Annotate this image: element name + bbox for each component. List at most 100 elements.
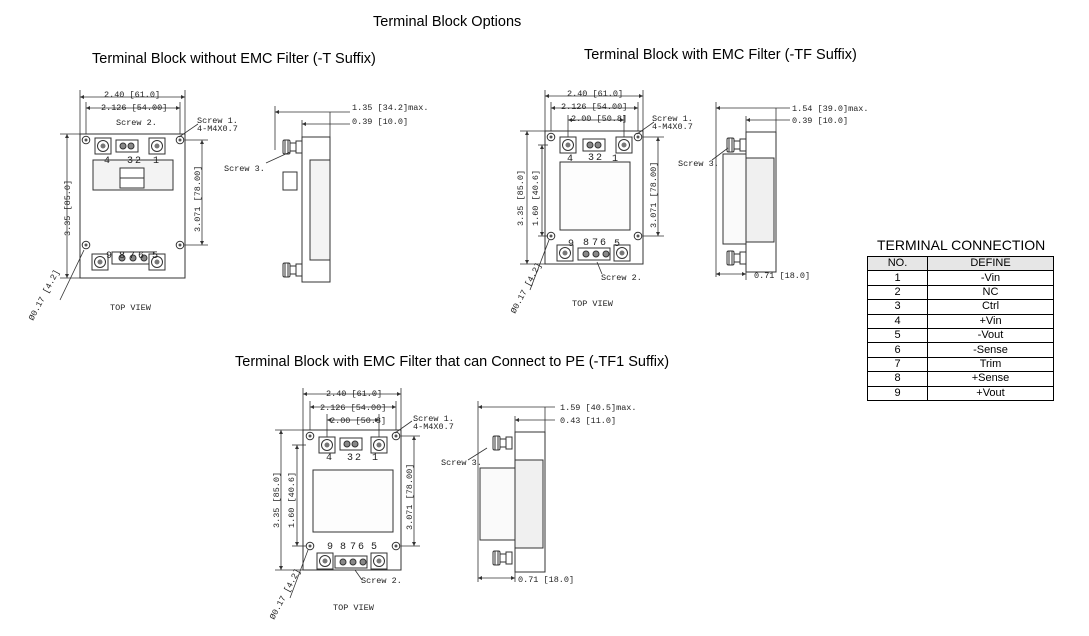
view-title-tf: Terminal Block with EMC Filter (-TF Suff… — [584, 47, 857, 63]
v1-pin-top: 1 — [153, 156, 159, 167]
v1-pin-bottom: 8 — [119, 251, 125, 262]
v2-pin-bottom: 6 — [600, 238, 606, 249]
pin-define: Ctrl — [927, 299, 1054, 315]
v1-pin-bottom: 7 — [129, 251, 135, 262]
column-header-define: DEFINE — [927, 255, 1054, 272]
v2-dim-width-total: 2.40 [61.0] — [567, 89, 623, 99]
v3-dim-pitch: 2.00 [50.8] — [330, 416, 386, 426]
v3-side-bottom: 0.71 [18.0] — [518, 575, 574, 585]
pin-number: 1 — [867, 270, 928, 286]
view-tf-side — [722, 131, 777, 273]
column-header-no: NO. — [867, 255, 928, 272]
v3-pin-top: 4 — [326, 453, 332, 464]
v3-pin-top: 1 — [372, 453, 378, 464]
v2-dim-pitch: 2.00 [50.8] — [571, 114, 627, 124]
v1-screw1: Screw 1. — [197, 116, 238, 126]
v1-pin-top: 2 — [135, 156, 141, 167]
v2-side-flange: 0.39 [10.0] — [792, 116, 848, 126]
pin-define: Trim — [927, 356, 1054, 373]
v1-screw-thread: 4-M4X0.7 — [197, 124, 238, 134]
v1-dim-width-total: 2.40 [61.0] — [104, 90, 160, 100]
v1-dim-height-inner: 3.071 [78.00] — [193, 166, 203, 232]
pin-number: 8 — [867, 371, 928, 387]
v3-dim-height-mid: 1.60 [40.6] — [287, 472, 297, 528]
v3-screw2: Screw 2. — [361, 576, 402, 586]
v1-pin-top: 4 — [104, 156, 110, 167]
pin-define: -Sense — [927, 342, 1054, 358]
table-row: 5-Vout — [867, 327, 1054, 344]
pin-number: 3 — [867, 299, 928, 315]
v3-screw3: Screw 3. — [441, 458, 482, 468]
v3-pin-bottom: 7 — [350, 542, 356, 553]
v1-pin-bottom: 5 — [152, 251, 158, 262]
table-row: 8+Sense — [867, 371, 1054, 387]
v2-pin-bottom: 9 — [568, 239, 574, 250]
v3-pin-bottom: 8 — [340, 542, 346, 553]
view-t-side — [282, 136, 331, 283]
v3-dim-width-total: 2.40 [61.0] — [326, 389, 382, 399]
v3-dim-width-inner: 2.126 [54.00] — [320, 403, 386, 413]
pin-number: 5 — [867, 327, 928, 344]
view-t-top — [79, 133, 186, 279]
v3-pin-bottom: 6 — [358, 542, 364, 553]
v2-pin-top: 4 — [567, 154, 573, 165]
v2-dim-height-mid: 1.60 [40.6] — [531, 170, 541, 226]
pin-number: 4 — [867, 313, 928, 329]
v1-screw2: Screw 2. — [116, 118, 157, 128]
v3-pin-top: 2 — [355, 453, 361, 464]
v1-top-view: TOP VIEW — [110, 303, 152, 313]
v1-pin-bottom: 6 — [138, 251, 144, 262]
v2-screw3: Screw 3. — [678, 159, 719, 169]
pin-define: NC — [927, 284, 1054, 301]
v3-dim-height-total: 3.35 [85.0] — [272, 472, 282, 528]
view-title-t: Terminal Block without EMC Filter (-T Su… — [92, 51, 376, 67]
pin-define: -Vout — [927, 327, 1054, 344]
v2-top-view: TOP VIEW — [572, 299, 614, 309]
v2-pin-bottom: 7 — [592, 238, 598, 249]
v2-dim-height-total: 3.35 [85.0] — [516, 170, 526, 226]
v2-pin-top: 3 — [588, 153, 594, 164]
pin-define: +Vout — [927, 385, 1054, 401]
terminal-table-title: TERMINAL CONNECTION — [877, 237, 1046, 253]
v2-dim-height-inner: 3.071 [78.00] — [649, 162, 659, 228]
v2-hole: Ø0.17 [4.2] — [509, 261, 544, 315]
pin-number: 6 — [867, 342, 928, 358]
v2-screw-thread: 4-M4X0.7 — [652, 122, 693, 132]
v1-pin-top: 3 — [127, 156, 133, 167]
table-row: 9+Vout — [867, 385, 1054, 401]
v3-pin-bottom: 5 — [371, 542, 377, 553]
v1-screw3: Screw 3. — [224, 164, 265, 174]
table-row: 1-Vin — [867, 270, 1054, 286]
v3-screw1: Screw 1. — [413, 414, 454, 424]
v1-dim-height-total: 3.35 [85.0] — [63, 180, 73, 236]
v2-pin-bottom: 5 — [614, 239, 620, 250]
v2-pin-bottom: 8 — [583, 238, 589, 249]
v2-pin-top: 1 — [612, 154, 618, 165]
v1-dim-width-inner: 2.126 [54.00] — [101, 103, 167, 113]
pin-define: -Vin — [927, 270, 1054, 286]
table-header-row: NO. DEFINE — [867, 255, 1054, 272]
v1-side-flange: 0.39 [10.0] — [352, 117, 408, 127]
v3-pin-top: 3 — [347, 453, 353, 464]
v3-pin-bottom: 9 — [327, 542, 333, 553]
v3-top-view: TOP VIEW — [333, 603, 375, 613]
pin-number: 9 — [867, 385, 928, 401]
table-row: 6-Sense — [867, 342, 1054, 358]
table-row: 4+Vin — [867, 313, 1054, 329]
v2-dim-width-inner: 2.126 [54.00] — [561, 102, 627, 112]
view-title-tf1: Terminal Block with EMC Filter that can … — [235, 354, 670, 370]
v3-screw-thread: 4-M4X0.7 — [413, 422, 454, 432]
v3-side-flange: 0.43 [11.0] — [560, 416, 616, 426]
pin-number: 7 — [867, 356, 928, 373]
view-tf-dims — [520, 90, 664, 291]
v2-side-max: 1.54 [39.0]max. — [792, 104, 869, 114]
v3-dim-height-inner: 3.071 [78.00] — [405, 464, 415, 530]
view-tf1-dims — [275, 388, 420, 599]
v2-pin-top: 2 — [596, 153, 602, 164]
v1-side-max: 1.35 [34.2]max. — [352, 103, 429, 113]
